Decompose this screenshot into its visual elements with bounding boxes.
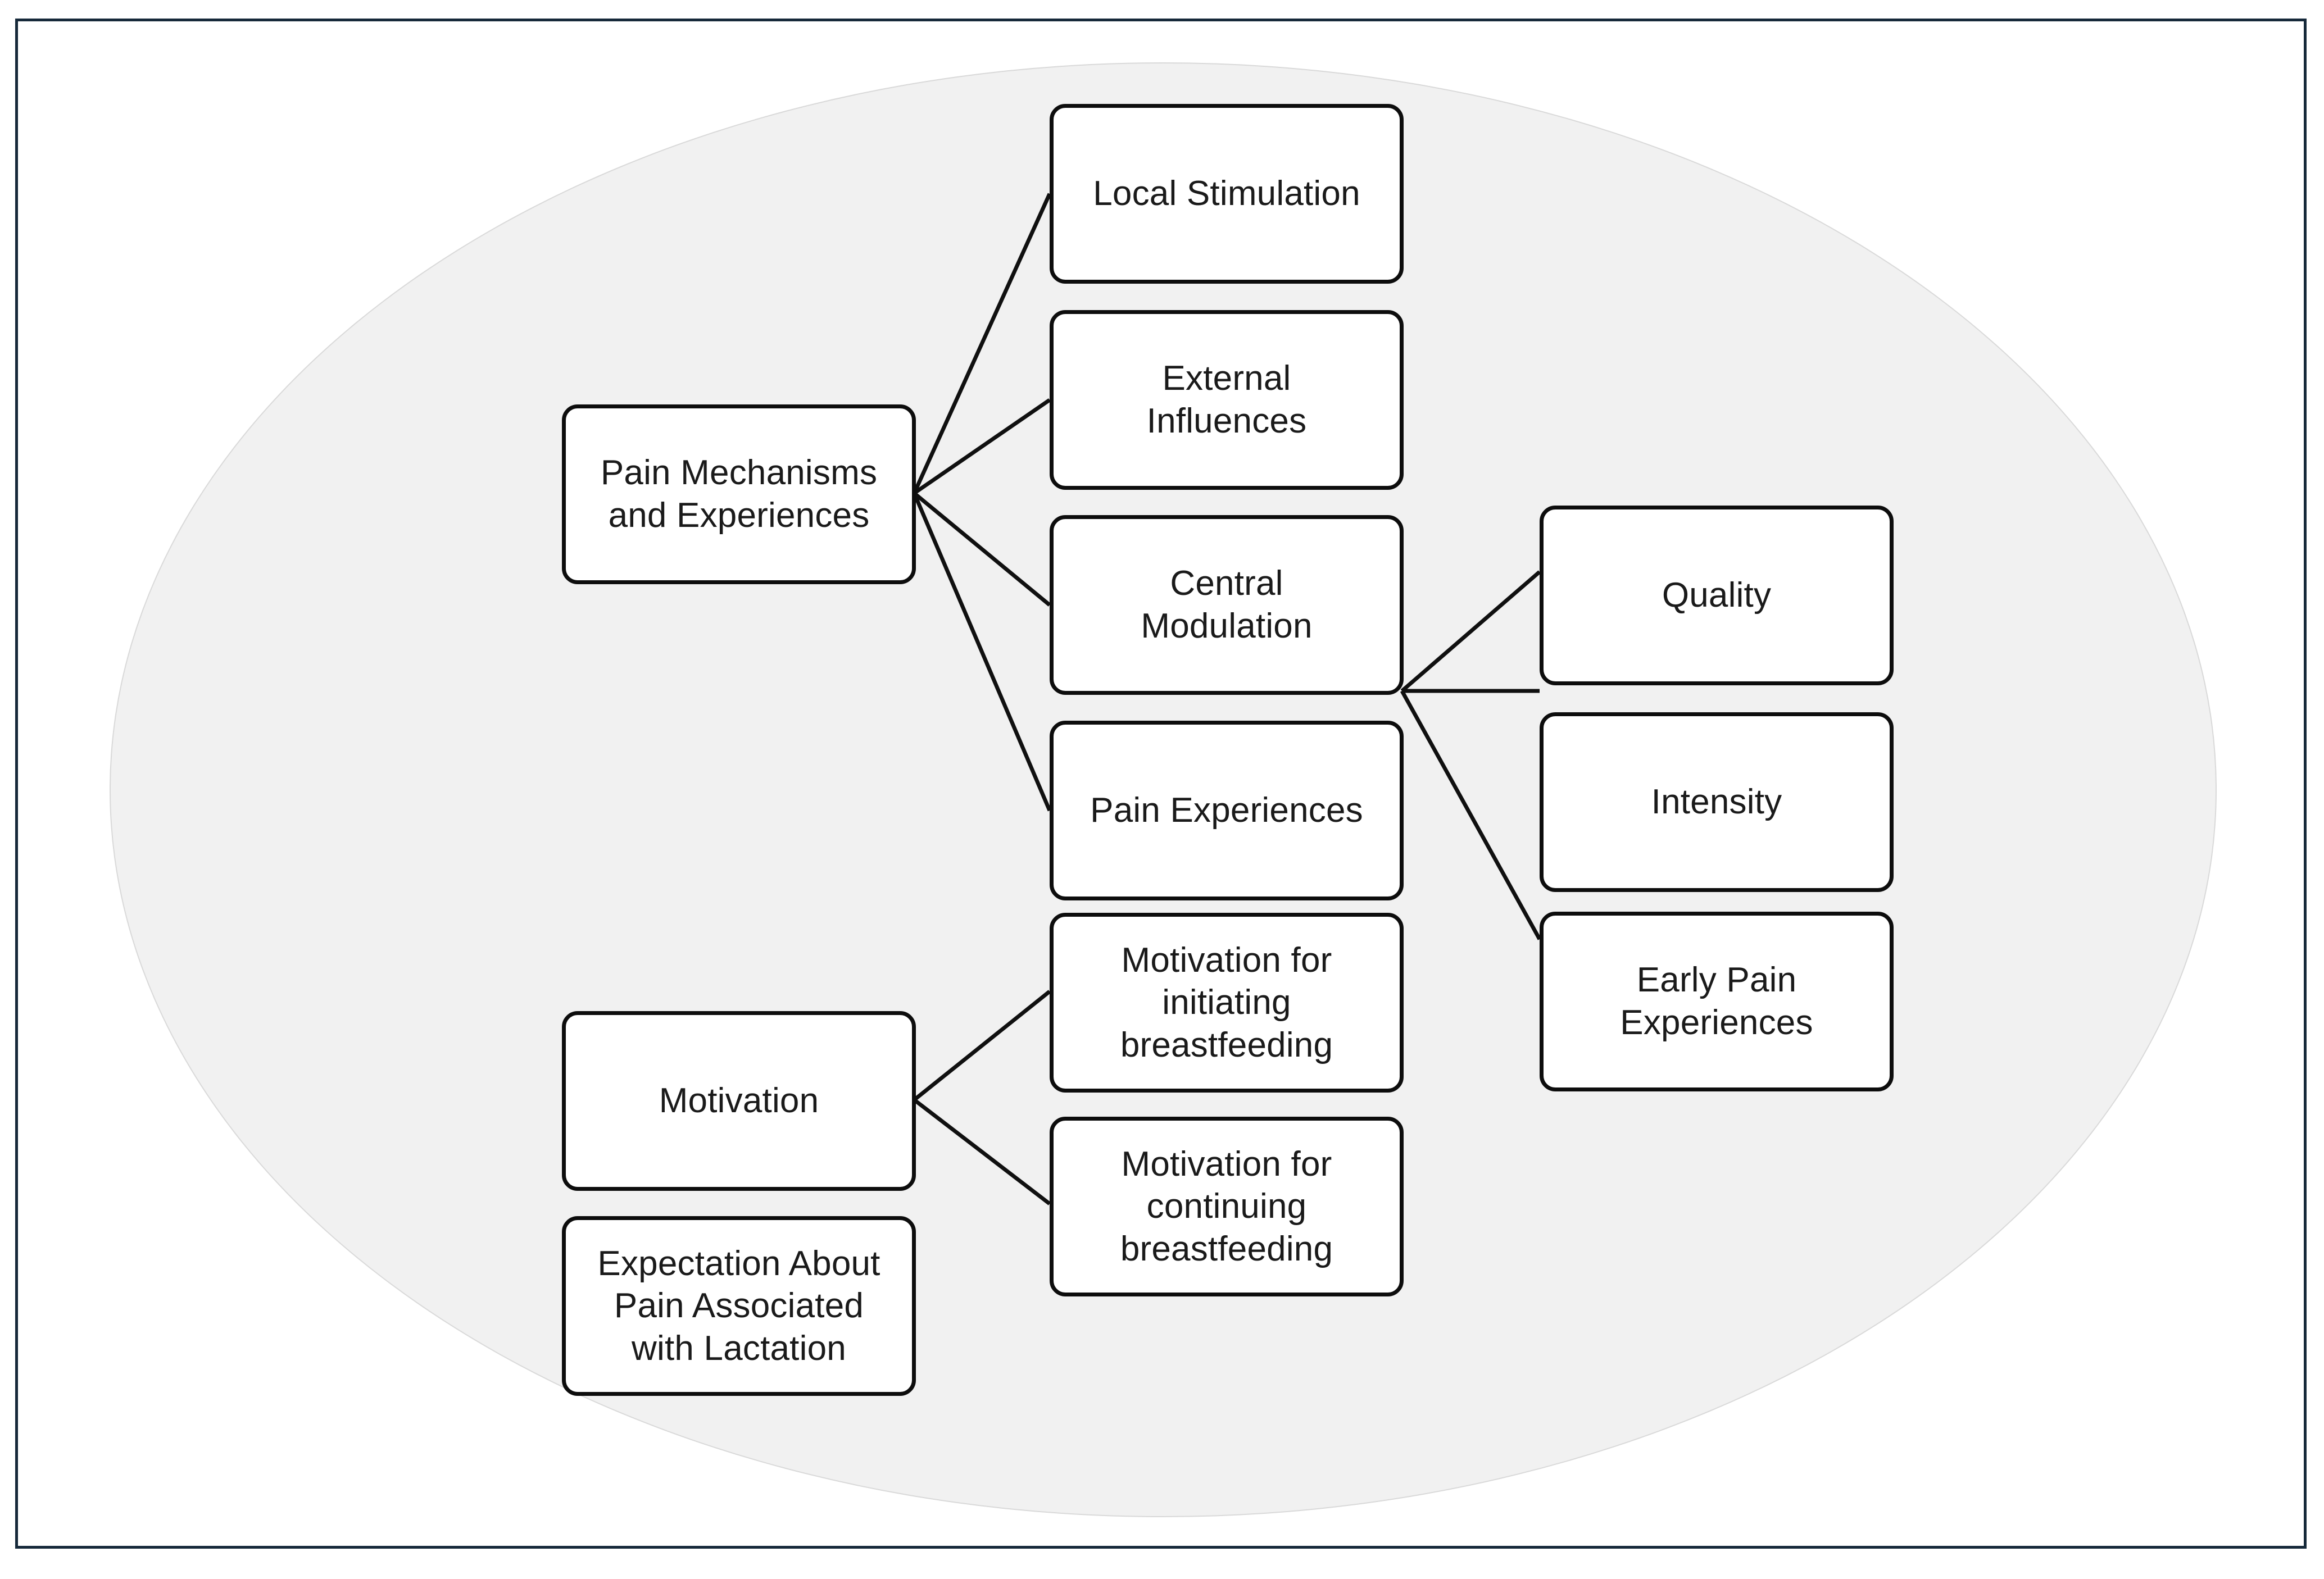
node-quality-label: Quality <box>1662 576 1772 615</box>
node-motivation-continuing[interactable]: Motivation for continuing breastfeeding <box>1050 1117 1404 1296</box>
node-local-stimulation-label: Local Stimulation <box>1093 174 1360 213</box>
node-external-influences[interactable]: External Influences <box>1050 310 1404 490</box>
node-intensity[interactable]: Intensity <box>1540 712 1894 892</box>
node-early-pain-experiences-label: Early Pain Experiences <box>1620 961 1813 1042</box>
node-central-modulation-label: Central Modulation <box>1141 564 1313 645</box>
node-external-influences-label: External Influences <box>1146 359 1307 440</box>
node-motivation-initiating[interactable]: Motivation for initiating breastfeeding <box>1050 913 1404 1093</box>
node-expectation-about-pain-label: Expectation About Pain Associated with L… <box>597 1244 880 1368</box>
node-central-modulation[interactable]: Central Modulation <box>1050 515 1404 695</box>
node-motivation[interactable]: Motivation <box>562 1011 916 1191</box>
node-intensity-label: Intensity <box>1651 782 1782 822</box>
node-quality[interactable]: Quality <box>1540 506 1894 685</box>
outer-frame-border <box>15 19 2307 1549</box>
node-motivation-initiating-label: Motivation for initiating breastfeeding <box>1120 940 1333 1064</box>
node-pain-experiences[interactable]: Pain Experiences <box>1050 721 1404 900</box>
node-pain-mechanisms[interactable]: Pain Mechanisms and Experiences <box>562 404 916 584</box>
node-pain-experiences-label: Pain Experiences <box>1090 791 1363 830</box>
node-early-pain-experiences[interactable]: Early Pain Experiences <box>1540 912 1894 1091</box>
node-local-stimulation[interactable]: Local Stimulation <box>1050 104 1404 284</box>
node-motivation-label: Motivation <box>659 1081 819 1121</box>
node-motivation-continuing-label: Motivation for continuing breastfeeding <box>1120 1144 1333 1268</box>
node-pain-mechanisms-label: Pain Mechanisms and Experiences <box>600 453 878 535</box>
node-expectation-about-pain[interactable]: Expectation About Pain Associated with L… <box>562 1216 916 1396</box>
